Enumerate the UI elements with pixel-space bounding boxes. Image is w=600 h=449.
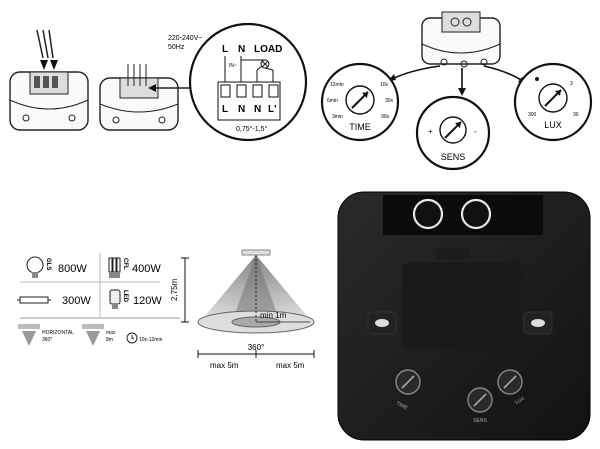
wire-insertion-illustration: [9, 29, 89, 131]
max-value: 8m: [106, 337, 113, 343]
arrow-left-icon: [148, 84, 156, 92]
terminal-l-out: L': [268, 104, 277, 115]
device-lux-label: LUX: [514, 396, 526, 406]
load-tube-watts: 300W: [62, 295, 91, 307]
lux-dial-icon: [538, 83, 568, 113]
device-photo: TIME SENS LUX: [337, 191, 591, 441]
device-time-knob[interactable]: TIME: [395, 369, 421, 412]
mount-hole-left: [375, 319, 389, 327]
load-led-watts: 120W: [133, 295, 162, 307]
cfl-bulb-icon: [109, 272, 120, 278]
label-load: LOAD: [254, 44, 282, 55]
horizontal-label: HORIZONTAL: [42, 330, 74, 336]
sens-control: + - SENS: [415, 95, 491, 171]
load-gls: GLS 800W: [26, 256, 87, 278]
device-sens-label: SENS: [473, 418, 487, 424]
device-lux-knob[interactable]: LUX: [497, 369, 526, 406]
sens-plus: +: [428, 127, 433, 136]
label-in: IN~: [229, 63, 237, 69]
detection-info: HORIZONTAL 360° max 8m 10s-12min: [18, 324, 163, 346]
lux-control: 3 300 30 LUX: [513, 62, 593, 142]
time-range: 10s-12min: [139, 337, 163, 343]
moon-dot-icon: [535, 77, 539, 81]
lux-title: LUX: [544, 120, 562, 130]
lux-mark-3: 3: [570, 81, 573, 87]
supply-frequency: 50Hz: [168, 44, 185, 51]
min-range: min 1m: [260, 311, 287, 320]
terminal-l: L: [222, 104, 228, 115]
time-mark-90s: 90s: [381, 114, 390, 120]
terminal-n1: N: [238, 104, 245, 115]
mount-height: 2,75m: [170, 278, 179, 301]
load-gls-watts: 800W: [58, 263, 87, 275]
load-table: GLS 800W CFL 400W 300W LED 120W: [17, 253, 180, 319]
time-mark-10s: 10s: [380, 82, 389, 88]
load-cfl-watts: 400W: [132, 263, 161, 275]
max-label: max: [106, 330, 116, 336]
coverage-diagram: min 1m 2,75m 360° max 5m max 5m: [170, 249, 315, 370]
sens-dial-icon: [439, 116, 467, 144]
led-bulb-icon: [109, 289, 121, 305]
right-range: max 5m: [276, 361, 305, 370]
arrow-down-icon: [40, 60, 58, 70]
time-mark-12min: 12min: [330, 82, 344, 88]
lux-mark-30: 30: [573, 112, 579, 118]
time-mark-30s: 30s: [385, 98, 394, 104]
time-title: TIME: [349, 122, 371, 132]
load-cfl-type: CFL: [122, 258, 128, 270]
wire-section: 0,75°-1,5°: [236, 125, 267, 133]
device-time-label: TIME: [395, 400, 409, 411]
time-mark-3min: 3min: [332, 114, 343, 120]
wired-device-illustration: [99, 64, 195, 131]
range-icon: [86, 331, 100, 346]
label-neutral: N: [238, 44, 245, 55]
device-top-view: [388, 11, 526, 96]
label-live: L: [222, 44, 228, 55]
clock-icon: [126, 332, 138, 344]
left-range: max 5m: [210, 361, 239, 370]
supply-voltage: 220-240V~: [168, 35, 202, 42]
time-control: 12min 10s 6min 30s 3min 90s TIME: [320, 62, 400, 142]
device-sens-knob[interactable]: SENS: [467, 387, 493, 424]
load-gls-type: GLS: [45, 258, 51, 270]
lux-mark-300: 300: [528, 112, 537, 118]
mount-hole-right: [531, 319, 545, 327]
sens-minus: -: [474, 127, 477, 136]
time-mark-6min: 6min: [327, 98, 338, 104]
load-led: LED 120W: [109, 289, 162, 309]
incandescent-bulb-icon: [32, 272, 38, 278]
fluorescent-tube-icon: [19, 296, 49, 304]
time-dial-icon: [345, 85, 375, 115]
horizontal-value: 360°: [42, 337, 52, 343]
load-tube: 300W: [17, 295, 91, 307]
sensor-icon: [241, 249, 271, 256]
coverage-angle: 360°: [248, 343, 265, 352]
sens-title: SENS: [441, 152, 466, 162]
load-cfl: CFL 400W: [108, 257, 161, 278]
wiring-diagram: 220-240V~ 50Hz L N LOAD IN~ L N N L' 0,7…: [168, 22, 308, 142]
load-led-type: LED: [122, 290, 128, 303]
terminal-n2: N: [254, 104, 261, 115]
horizontal-detection-icon: [22, 331, 36, 346]
